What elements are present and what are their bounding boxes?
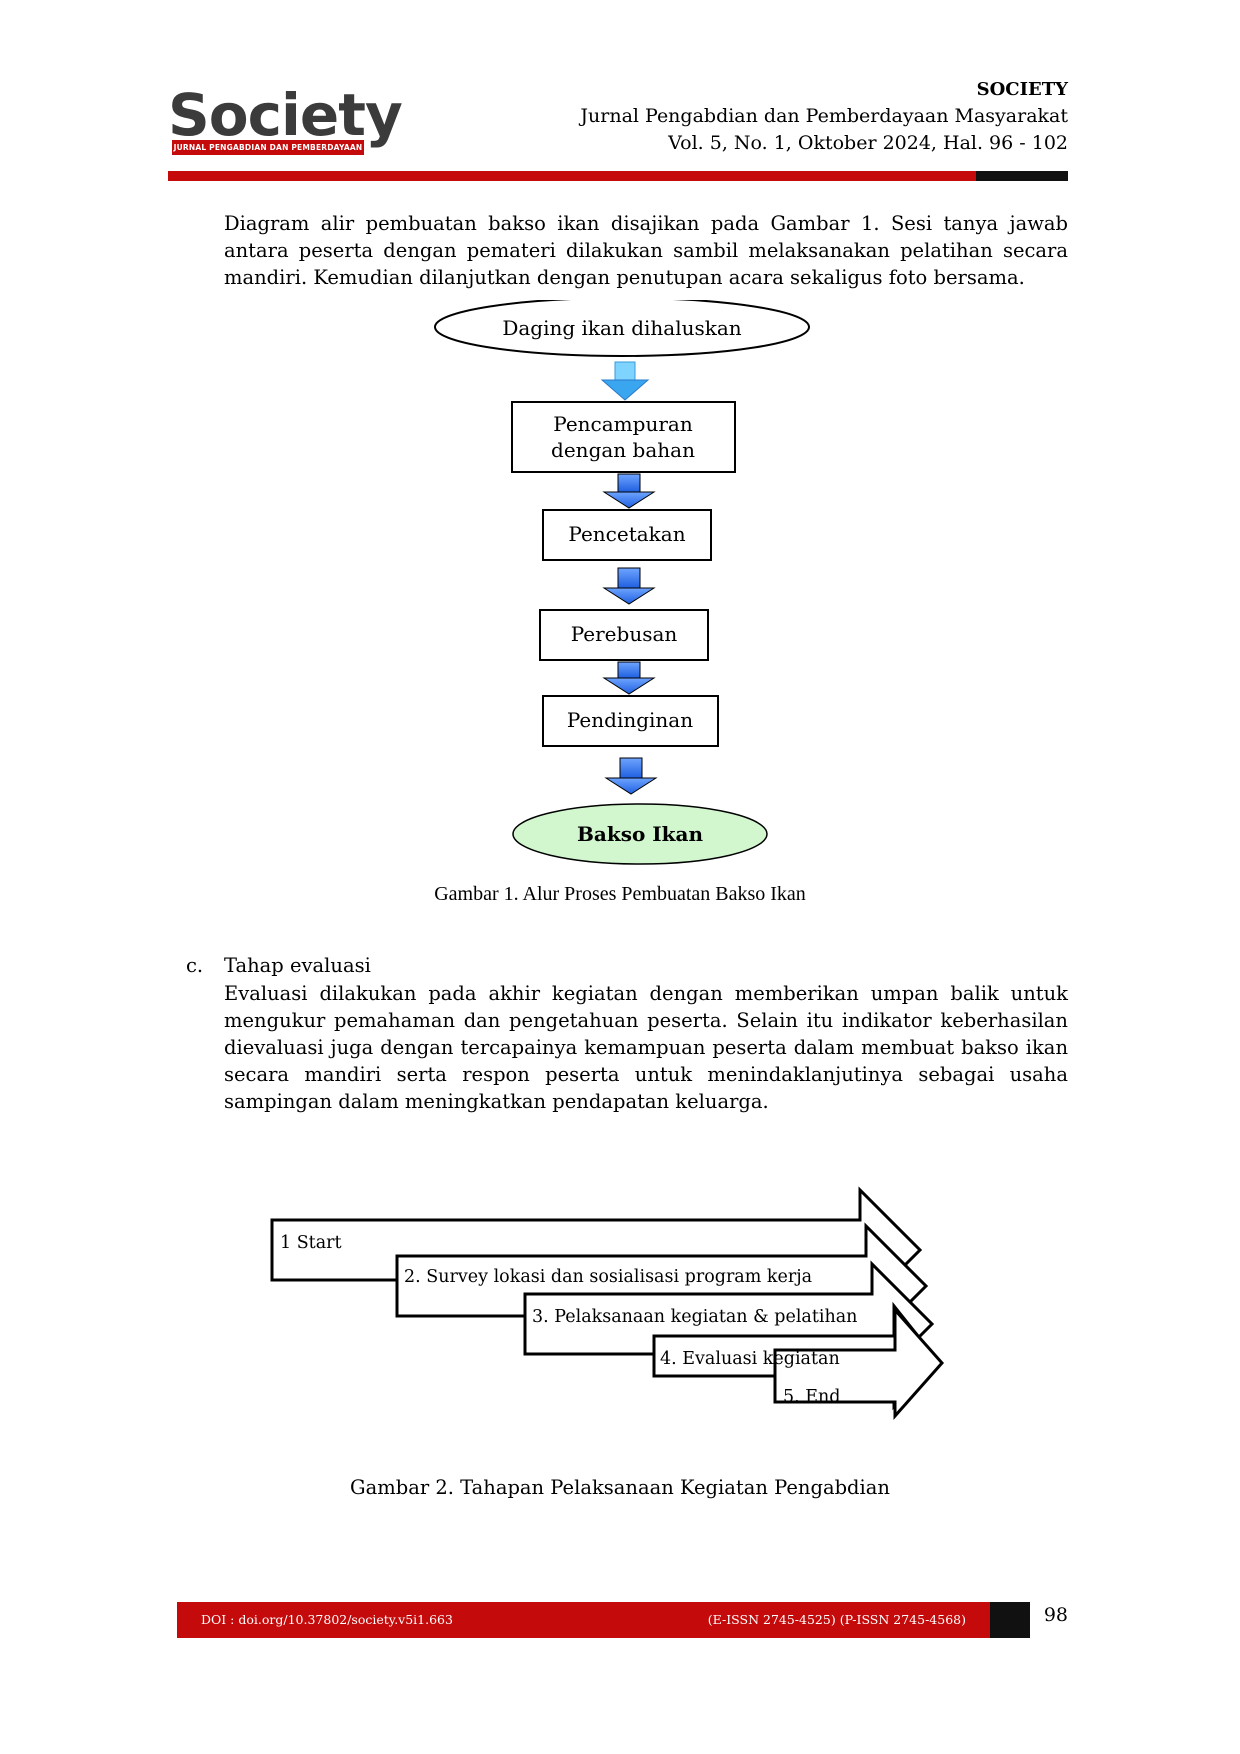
journal-name: Jurnal Pengabdian dan Pemberdayaan Masya… — [580, 105, 1068, 127]
journal-logo: Society JURNAL PENGABDIAN DAN PEMBERDAYA… — [168, 80, 408, 167]
flow-step-boiling-label: Perebusan — [571, 622, 678, 646]
footer-bar: DOI : doi.org/10.37802/society.v5i1.663 … — [177, 1602, 1030, 1638]
header-divider — [168, 171, 1068, 181]
flow-step-mixing — [511, 401, 736, 473]
flow-step-mixing-line1: Pencampuran — [553, 412, 693, 436]
stage-label-2: 2. Survey lokasi dan sosialisasi program… — [404, 1267, 812, 1287]
flow-step-boiling — [539, 609, 709, 661]
flow-step-mixing-line2: dengan bahan — [551, 438, 695, 462]
logo-wordmark: Society — [168, 81, 403, 149]
flow-end-label: Bakso Ikan — [577, 822, 703, 846]
stage-label-3: 3. Pelaksanaan kegiatan & pelatihan — [532, 1307, 857, 1327]
flowchart-figure: Daging ikan dihaluskan Pencampuran denga… — [434, 300, 810, 865]
stage-label-5: 5. End — [783, 1387, 841, 1407]
flow-arrow — [600, 361, 650, 401]
flow-step-molding-label: Pencetakan — [568, 522, 685, 546]
flow-start-label: Daging ikan dihaluskan — [502, 316, 741, 340]
stage-label-1: 1 Start — [280, 1233, 342, 1253]
stage-label-4: 4. Evaluasi kegiatan — [660, 1349, 840, 1369]
flow-arrow — [604, 757, 658, 795]
flow-step-molding — [542, 509, 712, 561]
footer-doi: DOI : doi.org/10.37802/society.v5i1.663 — [201, 1612, 453, 1627]
figure-1-caption: Gambar 1. Alur Proses Pembuatan Bakso Ik… — [434, 883, 806, 905]
flow-end-ellipse — [512, 803, 768, 865]
flow-step-cooling — [542, 695, 719, 747]
logo-subtitle: JURNAL PENGABDIAN DAN PEMBERDAYAAN MASYA… — [172, 140, 364, 167]
journal-header-info: SOCIETY Jurnal Pengabdian dan Pemberdaya… — [580, 76, 1068, 157]
body-paragraph-1: Diagram alir pembuatan bakso ikan disaji… — [224, 212, 1068, 289]
flow-arrow — [602, 473, 656, 509]
stage-arrow-5 — [773, 1306, 945, 1420]
stages-figure: 1 Start 2. Survey lokasi dan sosialisasi… — [270, 1186, 945, 1420]
flow-arrow — [602, 661, 656, 695]
section-title: Tahap evaluasi — [224, 954, 371, 977]
section-letter: c. — [186, 954, 204, 977]
body-paragraph-2: Evaluasi dilakukan pada akhir kegiatan d… — [224, 982, 1068, 1113]
flow-arrow — [602, 567, 656, 605]
volume-info: Vol. 5, No. 1, Oktober 2024, Hal. 96 - 1… — [668, 132, 1068, 154]
flow-start-ellipse — [434, 300, 810, 357]
flow-step-cooling-label: Pendinginan — [567, 708, 693, 732]
footer-issn: (E-ISSN 2745-4525) (P-ISSN 2745-4568) — [707, 1612, 966, 1627]
page-number: 98 — [1043, 1604, 1068, 1626]
journal-short-title: SOCIETY — [976, 79, 1068, 100]
figure-2-caption: Gambar 2. Tahapan Pelaksanaan Kegiatan P… — [350, 1476, 890, 1499]
